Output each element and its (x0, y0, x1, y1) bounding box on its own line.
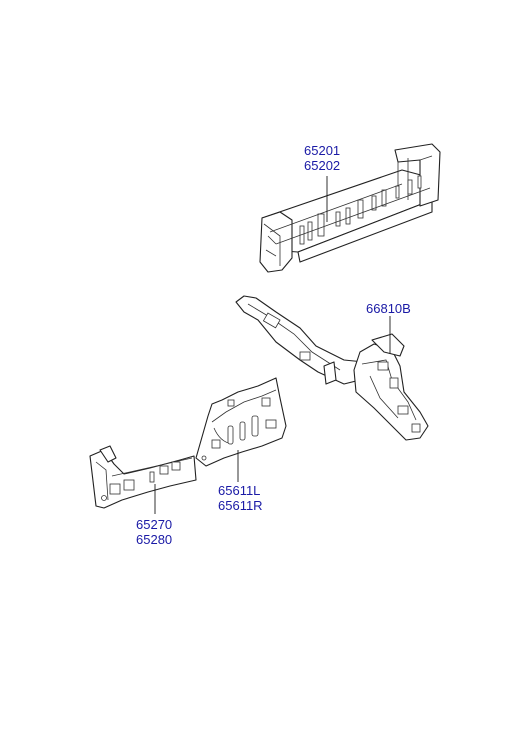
rear-side-panel-part-number-1[interactable]: 65611L (218, 483, 261, 498)
rear-side-panel-part-number-2[interactable]: 65611R (218, 498, 263, 513)
crossmember-part[interactable] (259, 143, 441, 273)
crossmember-part-number-1[interactable]: 65201 (304, 143, 341, 158)
side-sill-part-number[interactable]: 65270 65280 (136, 517, 172, 547)
rear-side-panel-part-number[interactable]: 65611L 65611R (218, 483, 263, 513)
side-sill-part-number-1[interactable]: 65270 (136, 517, 173, 532)
rear-frame-part-number-1[interactable]: 66810B (366, 301, 411, 316)
crossmember-part-number[interactable]: 65201 65202 (304, 143, 340, 173)
rear-frame-part[interactable] (235, 295, 429, 441)
crossmember-part-number-2[interactable]: 65202 (304, 158, 341, 173)
side-sill-part-number-2[interactable]: 65280 (136, 532, 173, 547)
rear-frame-part-number[interactable]: 66810B (366, 301, 411, 316)
side-sill-part[interactable] (89, 445, 197, 509)
rear-side-panel-part[interactable] (195, 377, 287, 467)
